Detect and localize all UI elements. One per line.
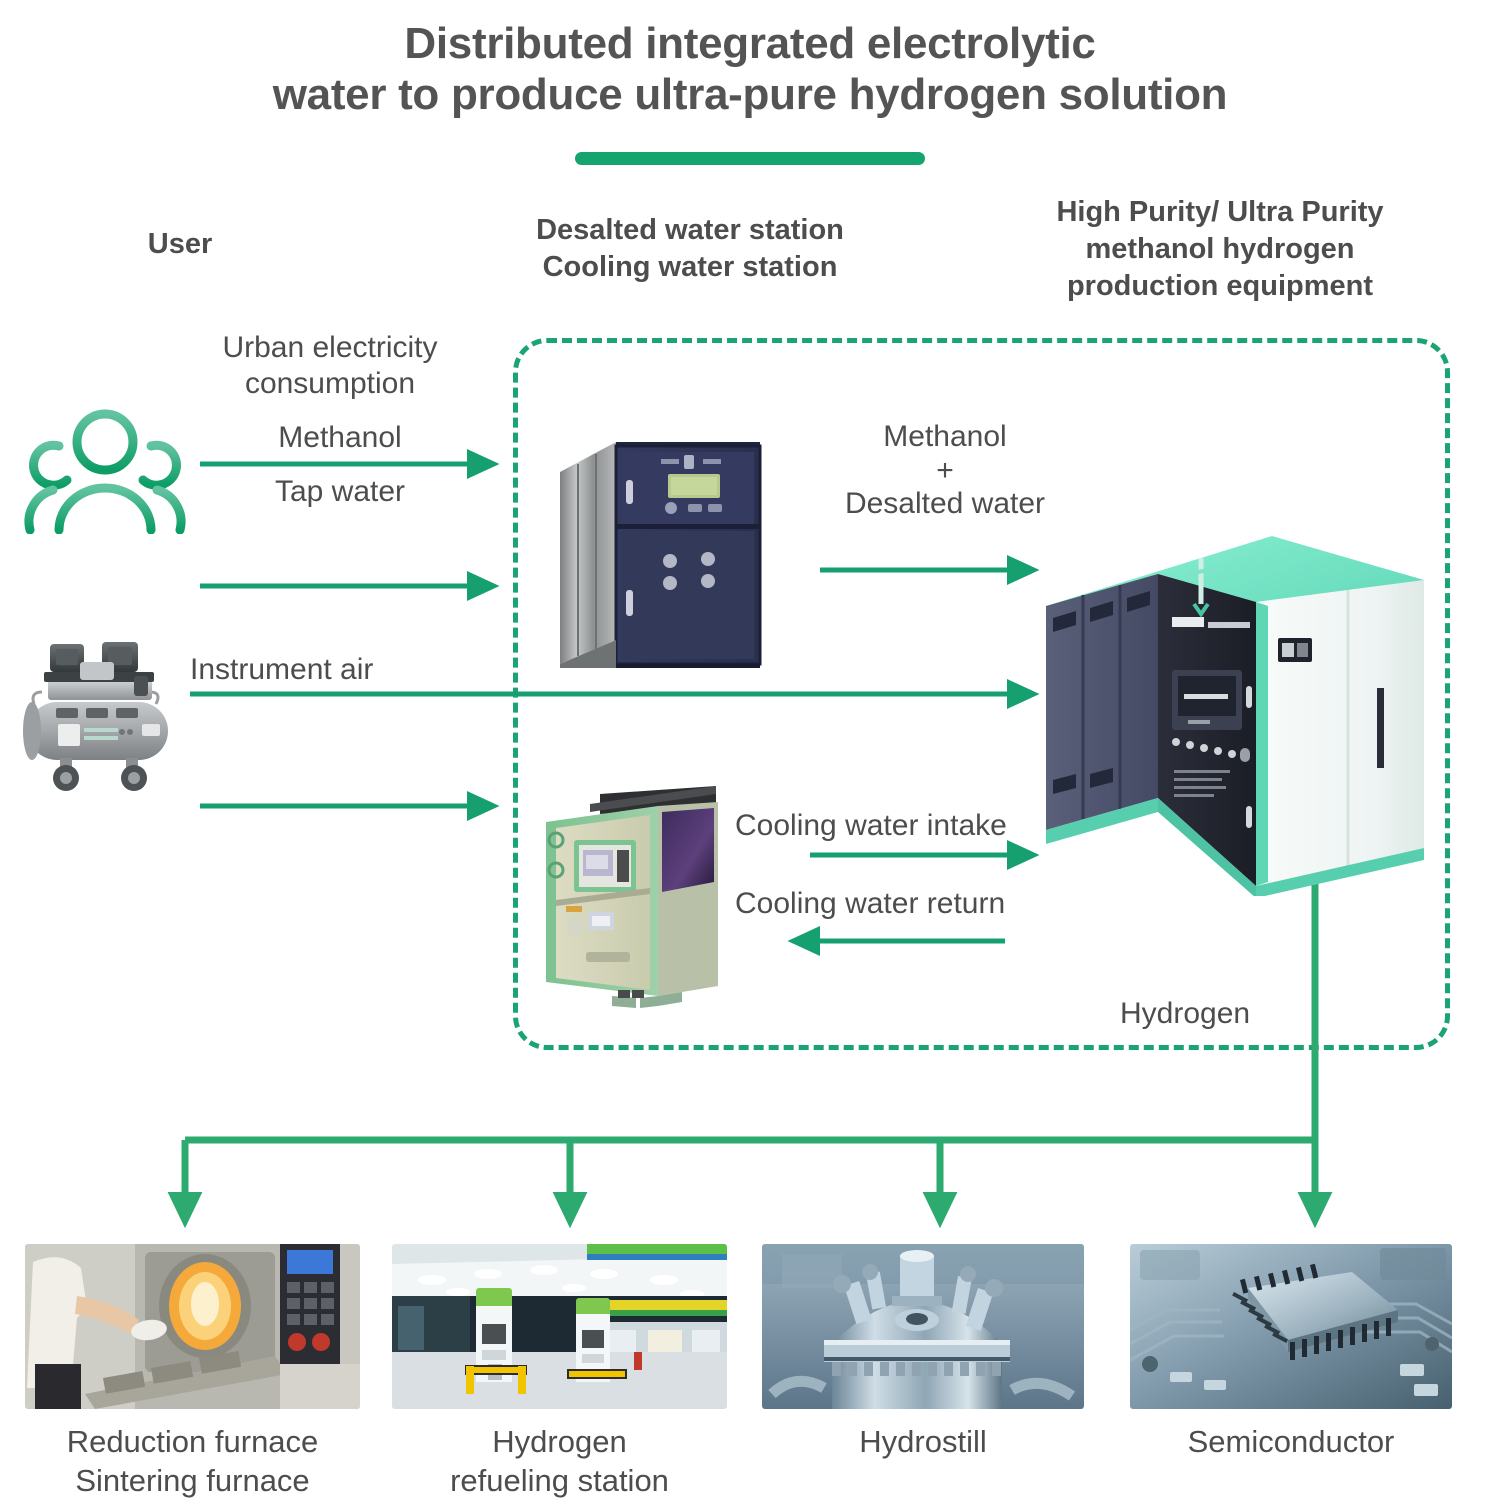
column-heading-purity-line-3: production equipment: [1066, 270, 1374, 303]
label-hydrogen: Hydrogen: [1120, 997, 1251, 1030]
page-title: Distributed integrated electrolytic wate…: [0, 18, 1500, 121]
label-urban-electricity-consumption: Urban electricity consumption: [180, 330, 480, 402]
application-caption-4: Semiconductor: [1130, 1423, 1452, 1462]
application-caption-3-line-1: Hydrostill: [859, 1424, 987, 1459]
column-heading-desalted-line-1: Desalted water station: [536, 214, 844, 246]
cooling-water-station-image: [532, 782, 732, 1014]
title-line-1: Distributed integrated electrolytic: [404, 19, 1096, 68]
column-heading-user: User: [70, 226, 290, 263]
application-caption-1-line-1: Reduction furnace: [66, 1424, 319, 1459]
application-card-semiconductor[interactable]: Semiconductor: [1130, 1244, 1452, 1462]
label-methanol-plus-desalted-water: Methanol + Desalted water: [800, 420, 1090, 521]
application-card-hydrogen-refueling-station[interactable]: Hydrogen refueling station: [392, 1244, 727, 1501]
hydrostill-photo: [762, 1244, 1084, 1409]
application-card-hydrostill[interactable]: Hydrostill: [762, 1244, 1084, 1462]
application-card-reduction-sintering-furnace[interactable]: Reduction furnace Sintering furnace: [25, 1244, 360, 1501]
label-methanol: Methanol: [278, 421, 402, 454]
label-methanol-plus-line-1: Methanol: [883, 420, 1007, 453]
reduction-sintering-furnace-photo: [25, 1244, 360, 1409]
label-tap-water: Tap water: [274, 475, 406, 508]
application-caption-1-line-2: Sintering furnace: [75, 1462, 310, 1498]
label-instrument-air: Instrument air: [190, 653, 374, 686]
label-methanol-plus-line-3: Desalted water: [844, 487, 1046, 521]
air-compressor-image: [14, 632, 196, 792]
label-cooling-water-intake: Cooling water intake: [735, 809, 1007, 842]
column-heading-hydrogen-production-equipment: High Purity/ Ultra Purity methanol hydro…: [965, 194, 1475, 305]
semiconductor-photo: [1130, 1244, 1452, 1409]
application-caption-2-line-2: refueling station: [450, 1462, 669, 1498]
column-heading-desalted-line-2: Cooling water station: [542, 251, 838, 284]
label-methanol-plus-line-2: +: [936, 453, 954, 487]
title-line-2: water to produce ultra-pure hydrogen sol…: [272, 70, 1228, 120]
application-caption-3: Hydrostill: [762, 1423, 1084, 1462]
users-group-icon: [18, 404, 193, 535]
label-urban-electricity-line-1: Urban electricity: [222, 331, 438, 364]
column-heading-purity-line-1: High Purity/ Ultra Purity: [1056, 196, 1384, 228]
column-heading-desalted-water-station: Desalted water station Cooling water sta…: [440, 212, 940, 286]
desalted-water-station-image: [548, 428, 780, 680]
methanol-hydrogen-production-equipment-image: [1028, 518, 1428, 898]
column-heading-purity-line-2: methanol hydrogen: [1085, 233, 1355, 266]
column-heading-user-label: User: [147, 228, 213, 260]
label-cooling-water-return: Cooling water return: [735, 887, 1006, 920]
application-caption-2-line-1: Hydrogen: [492, 1424, 627, 1459]
label-urban-electricity-line-2: consumption: [244, 367, 416, 400]
title-underline-rule: [575, 152, 925, 165]
application-caption-2: Hydrogen refueling station: [392, 1423, 727, 1501]
application-caption-1: Reduction furnace Sintering furnace: [25, 1423, 360, 1501]
application-caption-4-line-1: Semiconductor: [1187, 1424, 1395, 1459]
hydrogen-refueling-station-photo: [392, 1244, 727, 1409]
